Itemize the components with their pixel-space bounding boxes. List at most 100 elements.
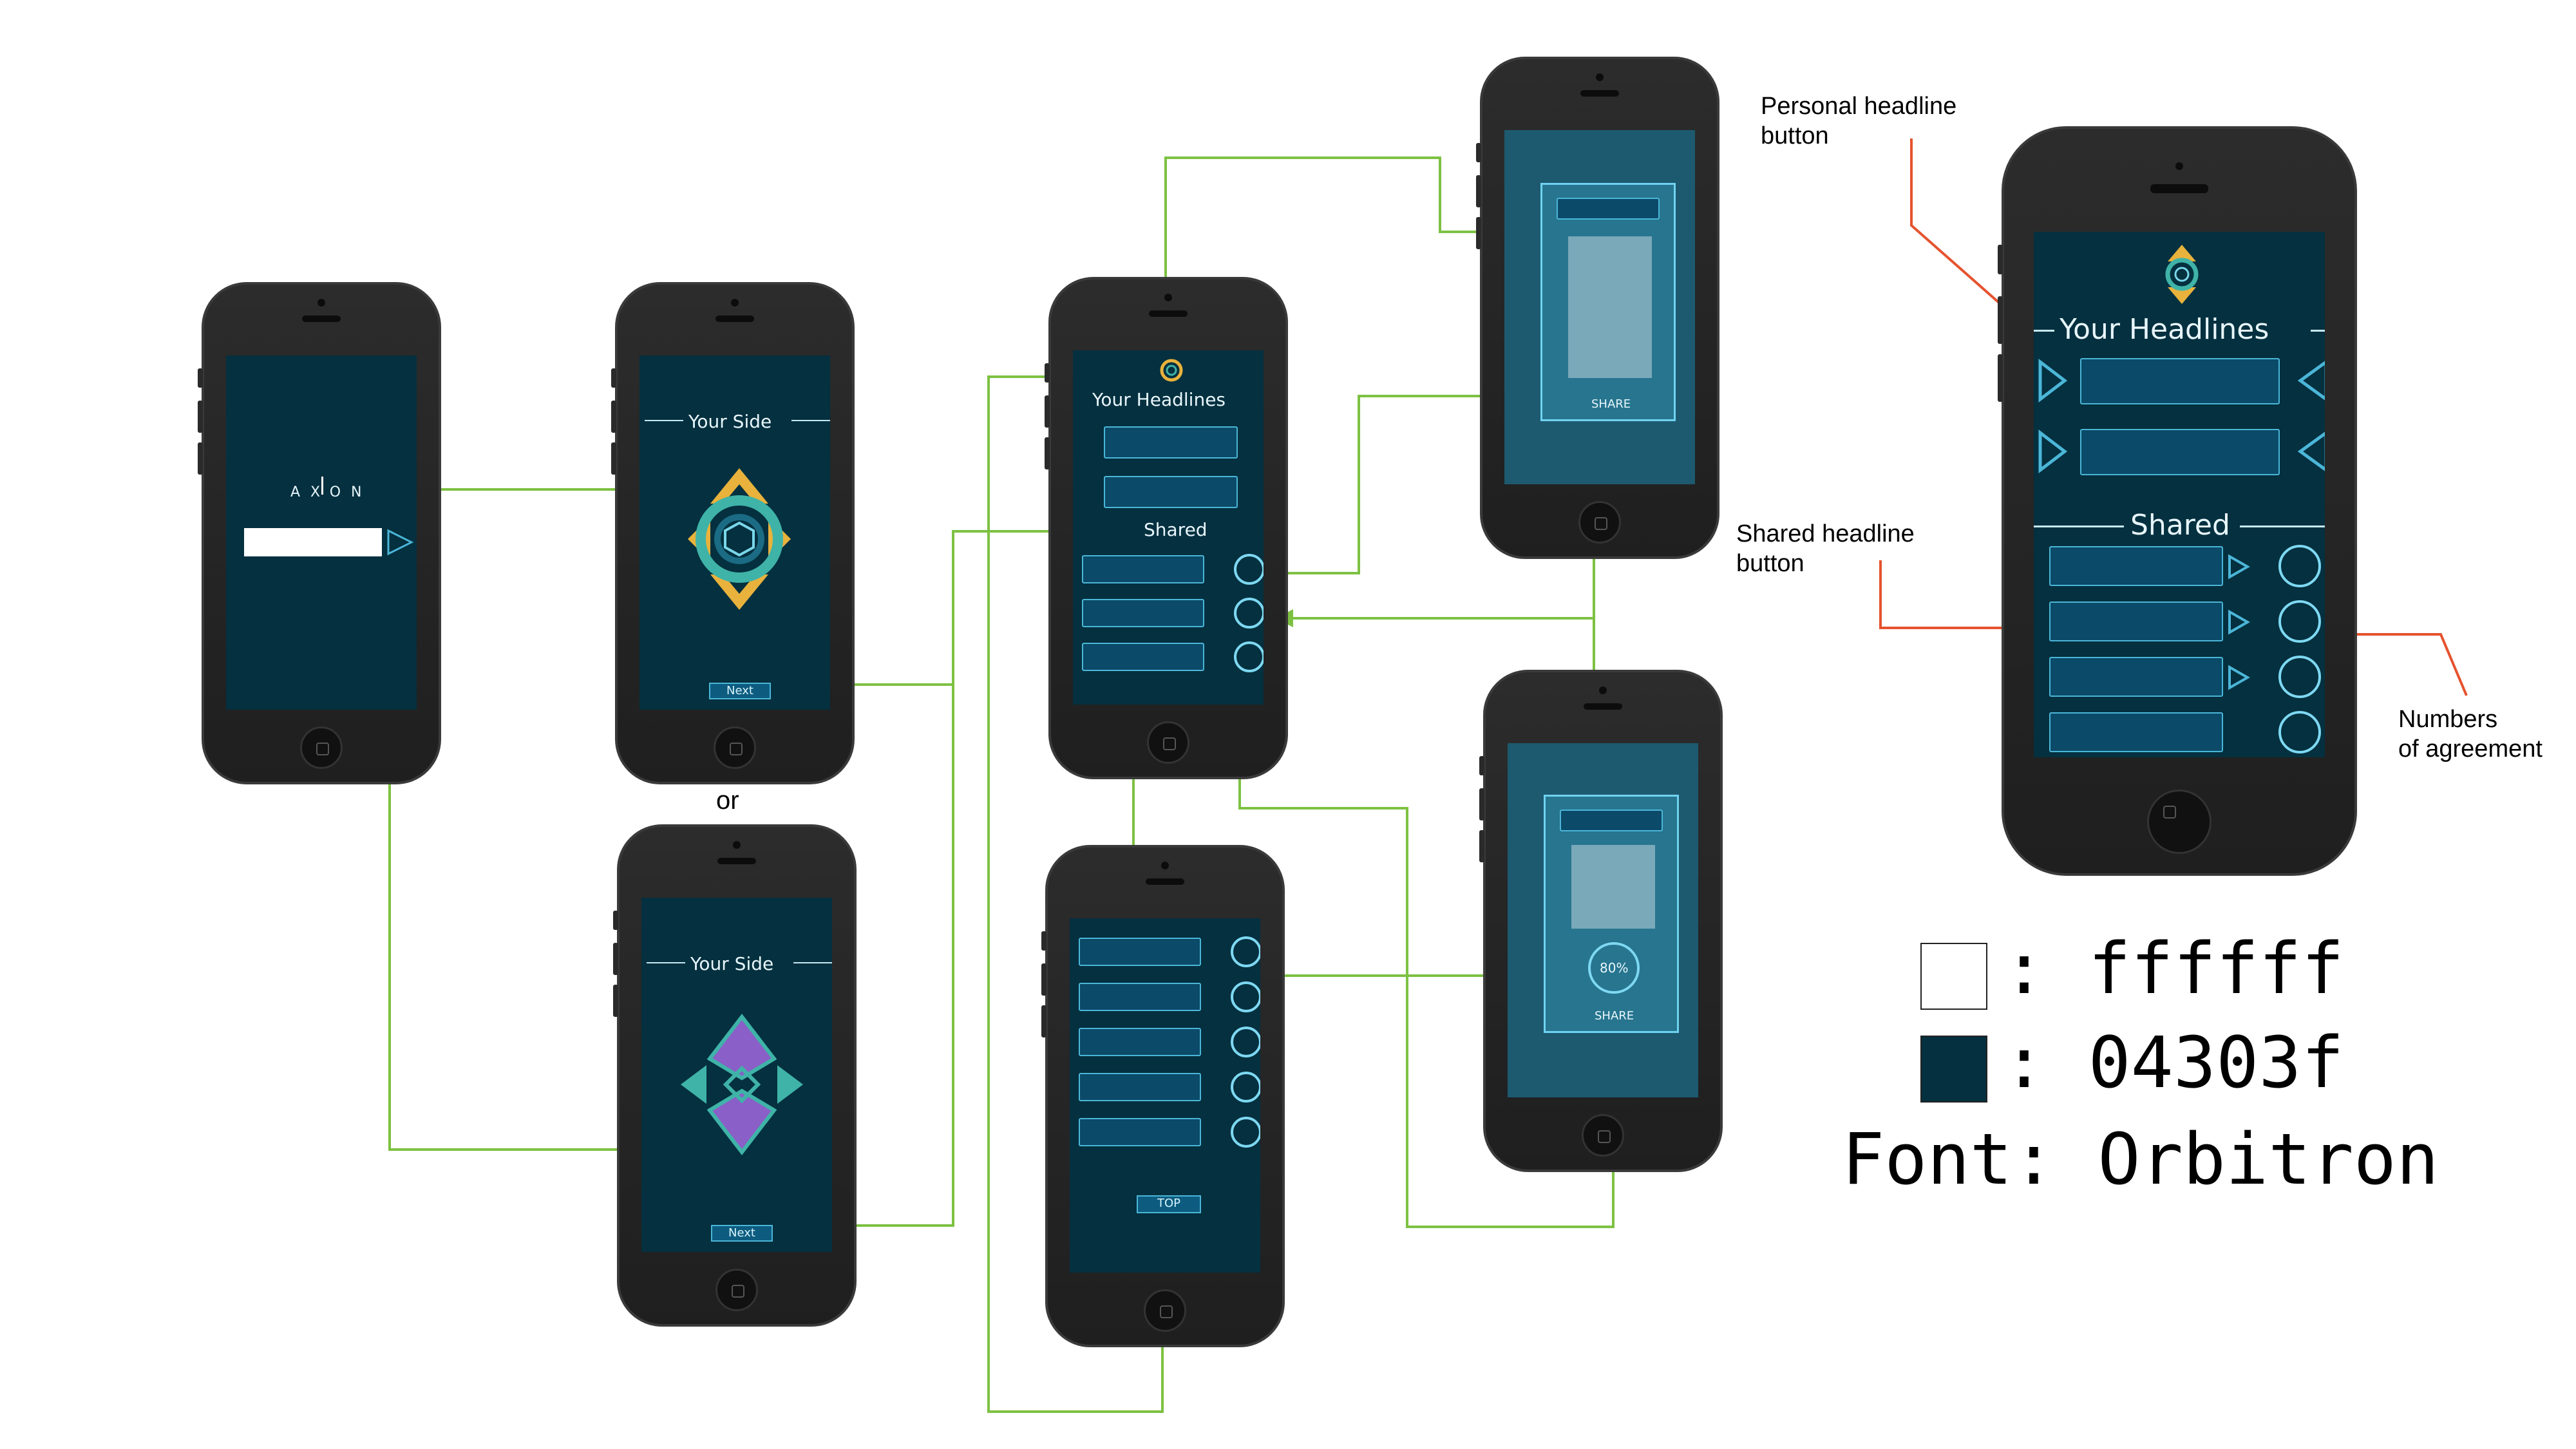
or-label: or [716, 786, 739, 815]
volume-down-button [198, 442, 203, 475]
white-swatch [1920, 943, 1987, 1010]
agreement-circle-icon[interactable] [2278, 545, 2321, 587]
next-button[interactable]: Next [709, 683, 771, 699]
camera-icon [317, 299, 325, 307]
next-button[interactable]: Next [711, 1225, 773, 1242]
personal-headline-button[interactable] [1557, 198, 1660, 220]
login-input[interactable] [244, 528, 382, 556]
triangle-right-icon [2038, 429, 2068, 474]
volume-up-button [1998, 296, 2003, 344]
mute-switch [611, 368, 616, 388]
share-button[interactable]: SHARE [1595, 1009, 1634, 1023]
title-rule-left [647, 962, 685, 963]
personal-headline-button[interactable] [2080, 358, 2280, 404]
logo-text: AXON [290, 484, 372, 500]
agreement-circle-icon[interactable] [1231, 1072, 1260, 1103]
triangle-right-icon [2228, 554, 2250, 580]
home-button [715, 1269, 758, 1311]
agreement-circle-icon[interactable] [2278, 600, 2321, 643]
side-emblem-icon[interactable] [685, 465, 794, 613]
personal-headline-button[interactable] [1104, 426, 1238, 459]
side-emblem-icon[interactable] [677, 1014, 806, 1155]
shared-headline-button[interactable] [1079, 983, 1201, 1011]
share-button[interactable]: SHARE [1591, 397, 1631, 411]
shared-headline-button[interactable] [1079, 1028, 1201, 1056]
font-label: Font: Orbitron [1842, 1118, 2439, 1200]
page-title: Your Headlines [2060, 313, 2269, 346]
share-popup-screen: SHARE [1504, 130, 1695, 484]
mute-switch [1045, 363, 1050, 383]
shared-headline-button[interactable] [2049, 657, 2223, 697]
camera-icon [1161, 862, 1169, 869]
agreement-circle-icon[interactable] [1231, 981, 1260, 1012]
shared-headline-button[interactable] [1079, 1073, 1201, 1101]
agreement-circle-icon[interactable] [1231, 1117, 1260, 1148]
side-emblem-icon [2165, 245, 2199, 304]
mute-switch [198, 368, 203, 388]
share-result-panel[interactable]: 80% SHARE [1544, 795, 1679, 1033]
speaker-icon [302, 316, 341, 322]
shared-headline-button[interactable] [1079, 1118, 1201, 1146]
agreement-circle-icon[interactable] [1234, 598, 1264, 629]
phone-share-result: 80% SHARE [1479, 670, 1723, 1172]
home-button [1578, 501, 1621, 544]
headlines-screen: Your Headlines Shared [1073, 350, 1264, 705]
speaker-icon [717, 858, 756, 864]
page-title: Your Side [688, 411, 772, 432]
home-button [300, 726, 343, 769]
volume-down-button [1041, 1005, 1046, 1037]
submit-arrow-icon[interactable] [386, 528, 414, 556]
volume-down-button [1998, 354, 2003, 402]
shared-headline-button[interactable] [2049, 601, 2223, 641]
home-button [2147, 790, 2211, 854]
top-button[interactable]: TOP [1137, 1195, 1201, 1213]
dark-color-code: : 04303f [2003, 1021, 2344, 1104]
camera-icon [1596, 73, 1604, 81]
shared-headline-button[interactable] [2049, 546, 2223, 586]
agreement-circle-icon[interactable] [1231, 1027, 1260, 1057]
volume-up-button [198, 401, 203, 433]
side-a-screen: Your Side Next [639, 355, 830, 710]
volume-down-button [1045, 437, 1050, 469]
shared-headline-button[interactable] [1082, 555, 1204, 583]
mute-switch [1041, 931, 1046, 951]
phone-side-b: Your Side Next [613, 824, 857, 1327]
agreement-circle-icon[interactable] [1234, 554, 1264, 585]
title-rule-right [791, 420, 830, 421]
shared-rule-right [2240, 526, 2325, 527]
triangle-left-icon [2297, 361, 2325, 401]
agreement-circle-icon[interactable] [2278, 711, 2321, 753]
camera-icon [1599, 687, 1607, 694]
logo-tree-icon [321, 477, 336, 495]
shared-headline-button[interactable] [1082, 643, 1204, 671]
shared-section-title: Shared [2130, 509, 2230, 542]
agreement-circle-icon[interactable] [2278, 656, 2321, 698]
annotation-line-numbers [2315, 633, 2468, 696]
volume-up-button [1041, 963, 1046, 996]
share-popup-panel[interactable]: SHARE [1540, 183, 1676, 421]
shared-headline-button[interactable] [1079, 938, 1201, 966]
volume-down-button [1479, 830, 1484, 862]
headline-preview [1568, 236, 1652, 378]
triangle-right-icon [2228, 609, 2250, 635]
home-button [1144, 1289, 1186, 1332]
home-button [1582, 1114, 1624, 1157]
shared-headline-button[interactable] [2049, 712, 2223, 752]
agreement-circle-icon[interactable] [1234, 641, 1264, 672]
personal-headline-button[interactable] [1104, 476, 1238, 508]
camera-icon [733, 841, 741, 849]
volume-up-button [1479, 788, 1484, 820]
annotation-personal-headline: Personal headline button [1761, 93, 1957, 149]
connector-result-back [1238, 683, 1615, 1228]
triangle-right-icon [2228, 665, 2250, 690]
triangle-right-icon [2038, 358, 2068, 403]
personal-headline-button[interactable] [2080, 429, 2280, 475]
volume-down-button [611, 442, 616, 475]
volume-down-button [1476, 217, 1481, 249]
phone-headlines: Your Headlines Shared [1045, 277, 1288, 779]
camera-icon [731, 299, 739, 307]
personal-headline-button[interactable] [1560, 810, 1663, 831]
shared-headline-button[interactable] [1082, 599, 1204, 627]
agreement-circle-icon[interactable] [1231, 936, 1260, 967]
side-emblem-icon [1160, 359, 1183, 382]
